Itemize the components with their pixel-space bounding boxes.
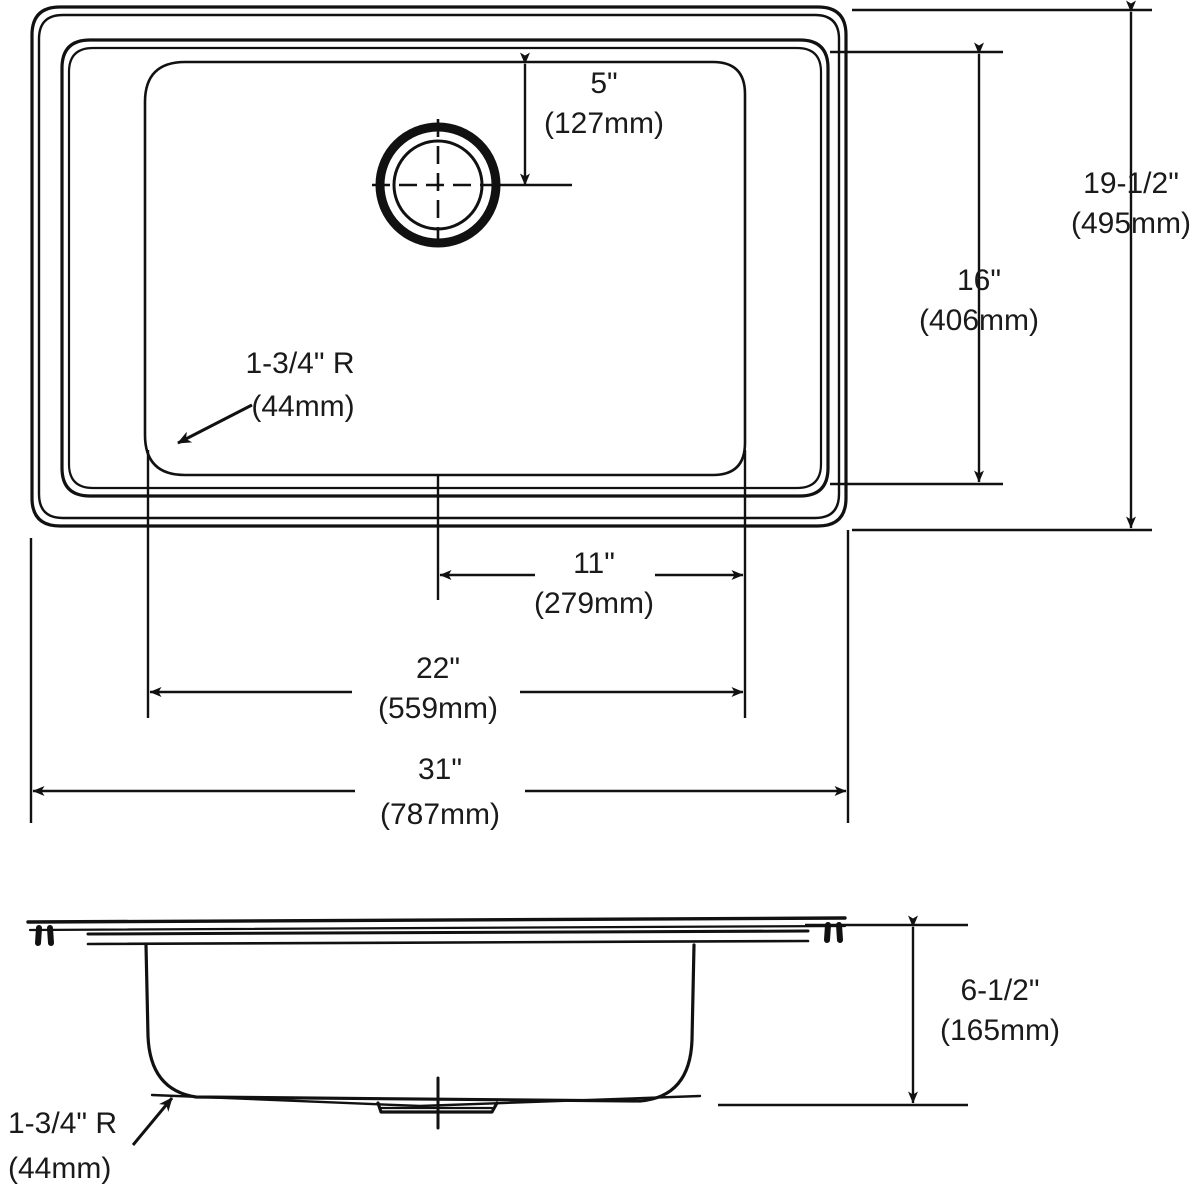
corner-radius-leader-line-top [177,403,253,445]
section-rim-top-line [26,916,847,924]
sink-rim-inner-edge [37,13,841,520]
corner-radius-value-metric-bottom: (44mm) [8,1152,111,1185]
sink-ledge-inner-line [67,46,823,490]
bowl-height-dimension [718,915,968,1107]
bowl-depth-dimension-value-imperial: 16" [957,264,1001,297]
bowl-depth-dimension-value-metric: (406mm) [919,304,1039,337]
rim-clip-right-icon [824,922,843,943]
drain-offset-dimension-value-metric: (127mm) [544,107,664,140]
sink-outer-rim-outline [30,5,848,528]
bowl-height-value-metric: (165mm) [940,1014,1060,1047]
overall-depth-dimension-value-imperial: 19-1/2" [1083,167,1179,200]
section-bowl-bottom-line [150,1093,702,1108]
corner-radius-callout-top [177,403,253,445]
section-rim-third-line [86,929,810,936]
drain-assembly-top-view [372,119,504,251]
drain-offset-dimension-value-imperial: 5" [590,67,617,100]
corner-radius-value-metric-top: (44mm) [251,390,354,423]
drain-horizontal-value-imperial: 11" [573,547,615,580]
bowl-width-value-metric: (559mm) [378,692,498,725]
overall-width-value-metric: (787mm) [380,798,500,831]
section-bowl-profile [144,943,696,1103]
drain-horizontal-value-metric: (279mm) [534,587,654,620]
section-rim-second-line [28,924,847,932]
rim-clip-left-icon [35,925,54,946]
corner-radius-value-imperial-top: 1-3/4" R [245,347,354,380]
overall-depth-dimension-value-metric: (495mm) [1071,207,1191,240]
top-view-sink [30,5,848,528]
corner-radius-leader-line-bottom [131,1097,174,1146]
section-rim-fourth-line [86,939,810,946]
sink-bowl-opening [143,60,747,477]
bowl-width-value-imperial: 22" [416,652,460,685]
bowl-width-dimension [146,450,747,718]
overall-depth-dimension [852,0,1152,532]
bowl-depth-dimension [830,42,1003,486]
drain-offset-dimension [498,52,572,187]
corner-radius-value-imperial-bottom: 1-3/4" R [8,1107,117,1140]
drain-horizontal-dimension [436,450,747,600]
sink-ledge-outline [60,38,830,498]
bowl-height-value-imperial: 6-1/2" [960,974,1039,1007]
corner-radius-callout-bottom [131,1097,174,1146]
section-view-sink [26,916,847,1130]
overall-width-value-imperial: 31" [418,753,462,786]
overall-width-dimension [29,530,850,823]
